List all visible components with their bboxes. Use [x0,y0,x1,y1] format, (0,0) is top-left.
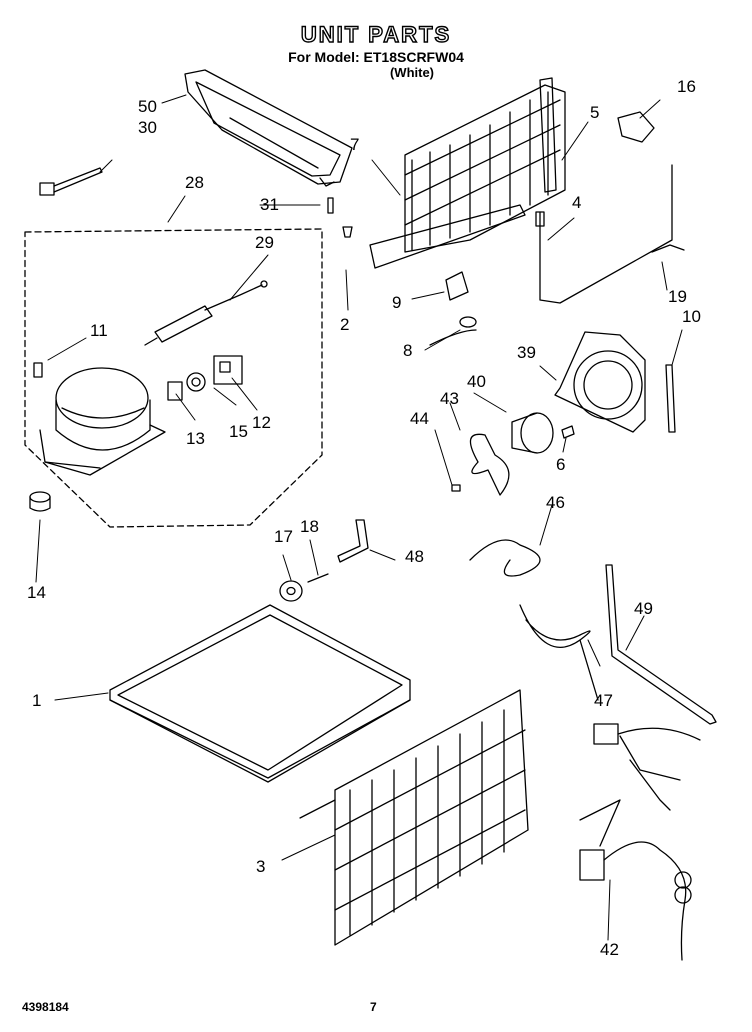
part-screw-damper [307,573,329,583]
part-screw-motor [561,425,575,439]
callout-5: 5 [590,103,599,122]
callout-10: 10 [682,307,701,326]
callout-50: 50 [138,97,157,116]
page-title: UNIT PARTS [300,21,452,47]
callout-16: 16 [677,77,696,96]
color-line: (White) [389,65,435,80]
part-cover-cap [617,111,655,143]
callout-14: 14 [27,583,46,602]
callout-42: 42 [600,940,619,959]
part-tube-short [337,519,369,563]
part-compressor [39,367,166,476]
model-line: For Model: ET18SCRFW04 [288,49,464,65]
part-base-frame [109,604,411,783]
part-gasket-strip [665,364,676,433]
part-evaporator [369,84,566,269]
part-drain-pan [184,69,353,187]
part-relay [167,381,183,401]
callout-29: 29 [255,233,274,252]
callout-44: 44 [410,409,429,428]
part-grommet-base [29,491,51,512]
part-wire-harness-short [39,167,103,196]
page-number: 7 [370,1000,377,1014]
part-thermostat [535,164,673,304]
callout-49: 49 [634,599,653,618]
callout-30: 30 [138,118,157,137]
part-clip [445,271,469,301]
part-overload [186,372,206,392]
part-damper [279,580,303,602]
leader-lines [35,94,683,941]
part-defrost-heater [539,77,557,193]
part-tube-loop [519,604,599,701]
part-tube-long [605,564,717,725]
callout-15: 15 [229,422,248,441]
callout-28: 28 [185,173,204,192]
part-screw-small [342,226,353,238]
callout-1: 1 [32,691,41,710]
part-fan-shroud [554,331,646,433]
callout-labels: 50 30 28 29 11 13 15 12 14 31 7 5 4 16 2… [27,77,701,959]
part-wire-harness [579,723,701,961]
callout-17: 17 [274,527,293,546]
part-cover [213,355,243,385]
part-fan-blade [469,433,510,496]
callout-9: 9 [392,293,401,312]
callout-12: 12 [252,413,271,432]
callout-4: 4 [572,193,581,212]
part-compressor-grommet [33,362,43,378]
callout-19: 19 [668,287,687,306]
callout-11: 11 [90,321,108,340]
callout-47: 47 [594,691,613,710]
part-drier [144,280,268,346]
callout-8: 8 [403,341,412,360]
callout-2: 2 [340,315,349,334]
part-cap-grommet [429,316,477,346]
callout-18: 18 [300,517,319,536]
callout-3: 3 [256,857,265,876]
callout-43: 43 [440,389,459,408]
part-fan-motor [511,412,554,454]
callout-6: 6 [556,455,565,474]
part-lead [651,244,685,253]
callout-46: 46 [546,493,565,512]
callout-31: 31 [260,195,279,214]
part-nut [451,484,461,492]
part-condenser [299,689,529,946]
part-screw [327,197,334,214]
callout-13: 13 [186,429,205,448]
part-condensate-tube [469,539,541,577]
callout-39: 39 [517,343,536,362]
callout-7: 7 [350,135,359,154]
callout-48: 48 [405,547,424,566]
document-number: 4398184 [22,1000,69,1014]
callout-40: 40 [467,372,486,391]
part-compressor-group [24,228,323,528]
